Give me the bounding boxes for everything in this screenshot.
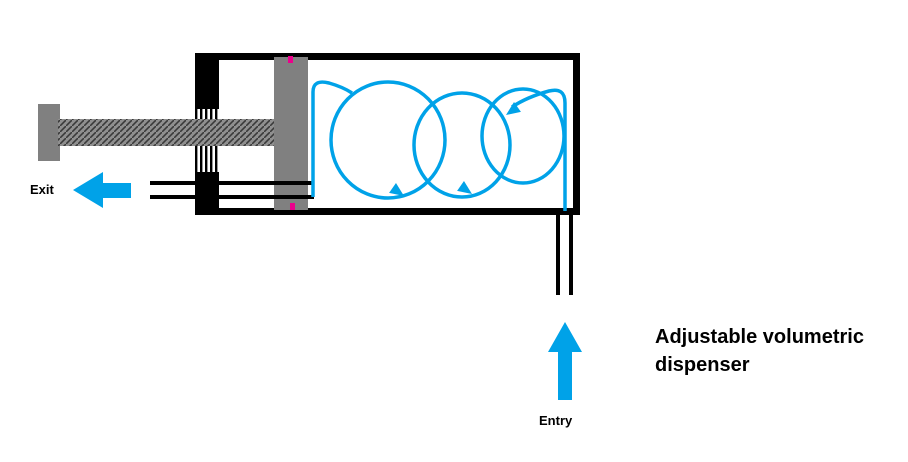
entry-label: Entry: [539, 413, 573, 428]
thread-engagement-upper: [195, 109, 219, 119]
flow-arrowhead-1-icon: [389, 183, 404, 196]
flow-loop-3: [480, 87, 566, 185]
piston-bottom-marker: [290, 203, 295, 210]
threaded-rod-hatching: [58, 119, 280, 146]
cylinder-left-wall-lower: [195, 172, 219, 215]
piston-top-marker: [288, 56, 293, 63]
flow-line-from-entry: [511, 88, 567, 211]
exit-tube-upper-line: [150, 181, 314, 185]
entry-tube-right-line: [569, 213, 573, 295]
exit-label: Exit: [30, 182, 54, 197]
adjustment-handle: [38, 104, 60, 161]
cylinder-right-wall: [573, 53, 580, 215]
thread-engagement-lower: [195, 146, 219, 172]
cylinder-left-wall-upper: [195, 53, 219, 109]
flow-loop-1: [329, 80, 447, 200]
cylinder-bottom-wall: [195, 208, 580, 215]
flow-arrowhead-3-icon: [506, 102, 521, 115]
cylinder-top-wall: [195, 53, 580, 60]
flow-line-to-exit: [311, 80, 353, 197]
flow-loop-2: [412, 91, 512, 199]
exit-arrow-icon: [73, 172, 131, 208]
flow-arrowhead-2-icon: [457, 181, 472, 194]
diagram-title: Adjustable volumetric dispenser: [655, 326, 864, 376]
exit-tube-lower-line: [150, 195, 314, 199]
entry-tube-left-line: [556, 213, 560, 295]
piston-plate: [274, 57, 308, 210]
entry-arrow-icon: [548, 322, 582, 400]
